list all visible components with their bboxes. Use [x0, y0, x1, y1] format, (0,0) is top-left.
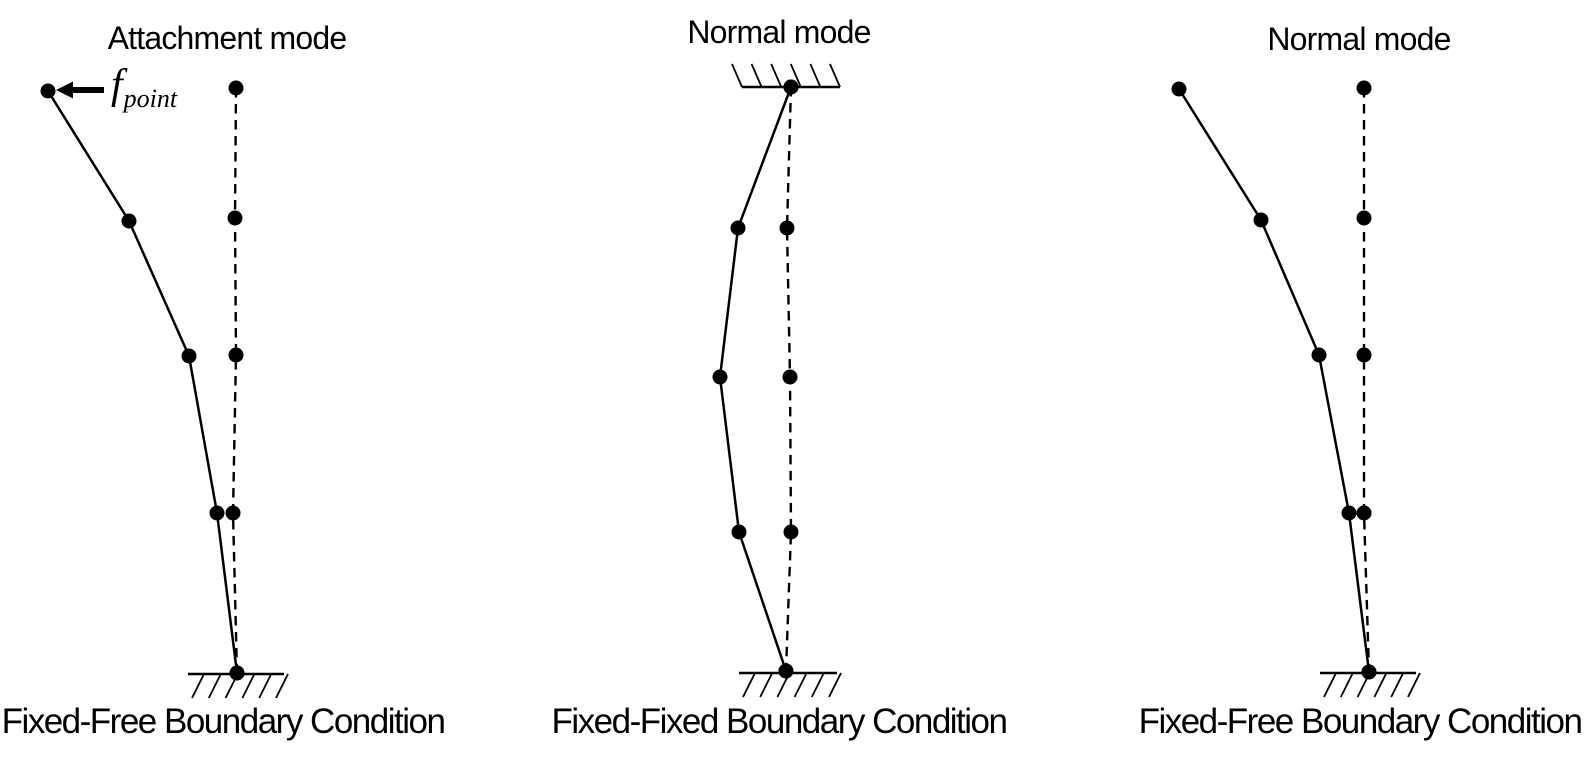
- caption-fixed-free-left: Fixed-Free Boundary Condition: [1, 702, 446, 741]
- force-subscript: point: [123, 84, 178, 113]
- panel-title-attachment-mode: Attachment mode: [107, 20, 348, 56]
- panel-title-normal-mode-fixed-free: Normal mode: [1267, 21, 1451, 57]
- caption-fixed-fixed: Fixed-Fixed Boundary Condition: [551, 702, 1008, 741]
- caption-fixed-free-right: Fixed-Free Boundary Condition: [1138, 702, 1583, 741]
- panel-title-normal-mode-fixed-fixed: Normal mode: [687, 14, 871, 50]
- force-symbol: f: [111, 62, 123, 108]
- force-point-label: fpoint: [111, 62, 177, 112]
